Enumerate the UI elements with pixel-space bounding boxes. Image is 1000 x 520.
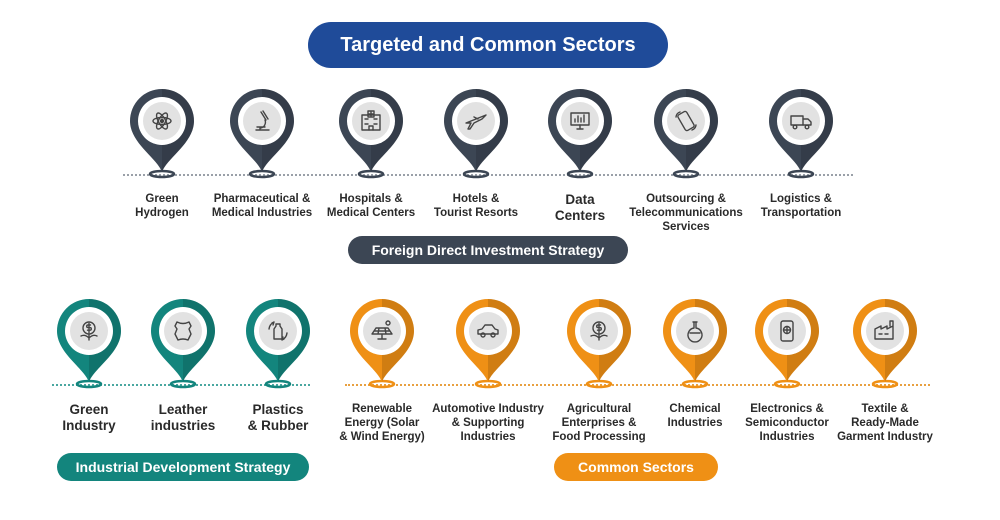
pin-row2-0 (54, 298, 124, 390)
leather-hide-icon (174, 321, 192, 341)
pin-row2-1 (148, 298, 218, 390)
pin-row1-1 (227, 88, 297, 180)
pin-row1-0 (127, 88, 197, 180)
fdi-strategy-label: Foreign Direct Investment Strategy (348, 236, 628, 264)
caption-row1-3: Hotels &Tourist Resorts (433, 193, 519, 219)
pin-row2-3 (347, 298, 417, 390)
industrial-strategy-label: Industrial Development Strategy (57, 453, 309, 481)
atom-icon (152, 112, 172, 130)
microscope-icon (255, 110, 270, 131)
dotted-baseline-row2-orange (345, 384, 930, 386)
money-plant-icon (590, 321, 608, 341)
pin-row2-8 (850, 298, 920, 390)
pin-row1-5 (651, 88, 721, 180)
phone-icon (675, 110, 697, 132)
pin-row2-7 (752, 298, 822, 390)
caption-row1-2: Hospitals &Medical Centers (326, 193, 416, 219)
page-title: Targeted and Common Sectors (308, 22, 668, 68)
data-monitor-icon (570, 112, 590, 130)
money-plant-icon (80, 321, 98, 341)
pin-row1-6 (766, 88, 836, 180)
dotted-baseline-row2-teal (52, 384, 310, 386)
recycle-bottle-icon (268, 321, 288, 341)
caption-row2-2: Plastics& Rubber (247, 402, 309, 433)
pin-row2-5 (564, 298, 634, 390)
caption-row1-1: Pharmaceutical &Medical Industries (211, 193, 313, 219)
truck-icon (790, 115, 812, 130)
pin-row2-2 (243, 298, 313, 390)
airplane-icon (465, 114, 487, 130)
pin-row2-6 (660, 298, 730, 390)
solar-panel-icon (371, 320, 393, 340)
pin-row1-3 (441, 88, 511, 180)
flask-icon (687, 321, 703, 343)
chip-phone-icon (780, 320, 794, 342)
hospital-icon (361, 110, 381, 131)
pin-row2-4 (453, 298, 523, 390)
pin-row1-4 (545, 88, 615, 180)
factory-icon (874, 320, 894, 340)
car-icon (477, 324, 499, 338)
pin-row1-2 (336, 88, 406, 180)
caption-row1-6: Logistics &Transportation (760, 193, 842, 219)
common-sectors-label: Common Sectors (554, 453, 718, 481)
